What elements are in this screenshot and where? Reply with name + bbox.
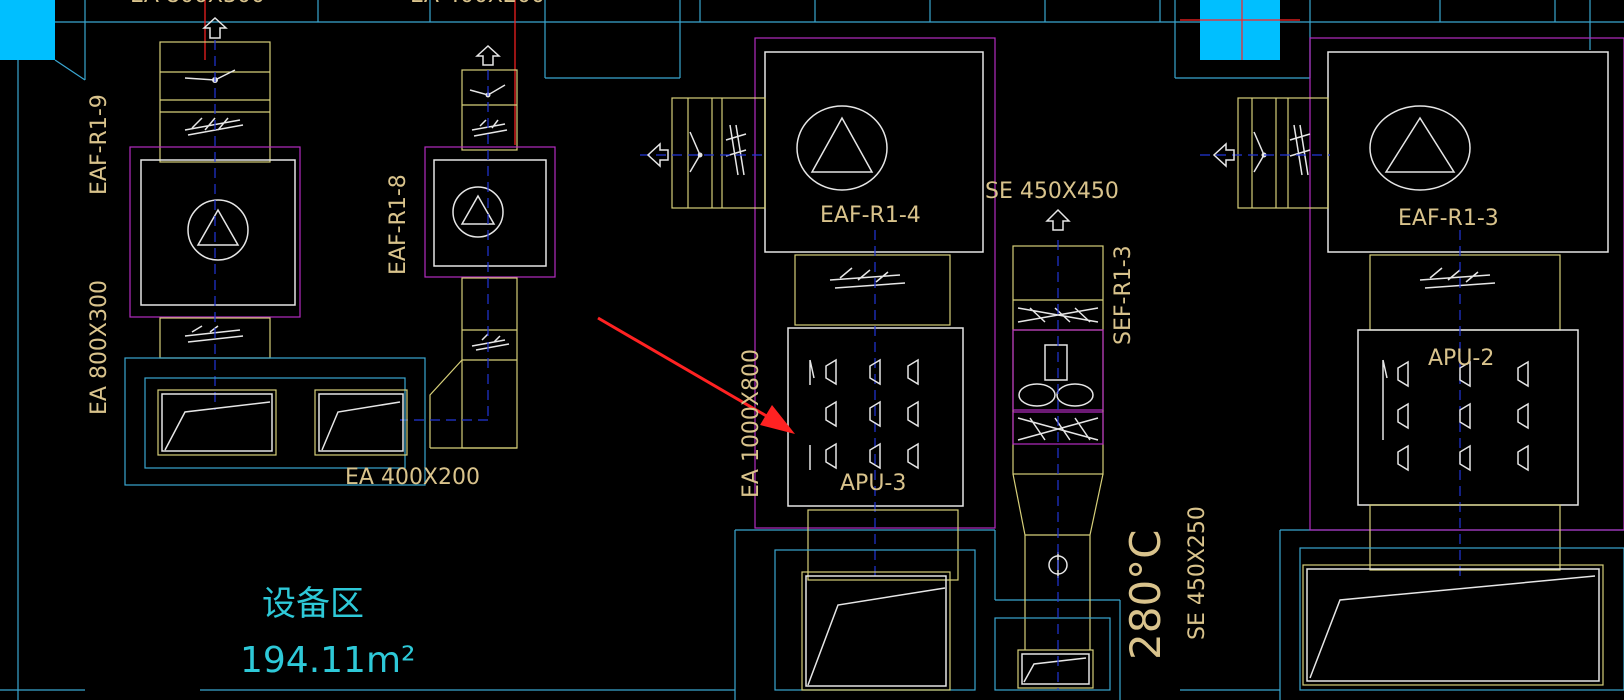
label-apu-2: APU-2 <box>1428 346 1494 371</box>
fan-eaf-r1-4[interactable] <box>640 37 996 580</box>
apu-2-grille[interactable] <box>1369 359 1561 571</box>
annotation-arrow[interactable] <box>597 316 795 434</box>
label-eaf-r1-8: EAF-R1-8 <box>386 174 411 275</box>
up-arrow-1 <box>202 16 228 39</box>
up-arrow-2 <box>475 44 501 66</box>
label-ea-1000x800: EA 1000X800 <box>739 349 764 498</box>
label-top-cut-2: EA 400X200 <box>410 0 545 8</box>
room-name: 设备区 <box>262 584 364 624</box>
label-eaf-r1-9: EAF-R1-9 <box>87 94 112 195</box>
label-se-450x250: SE 450X250 <box>1185 506 1210 640</box>
fan-eaf-r1-9[interactable] <box>129 40 301 410</box>
fan-eaf-r1-8[interactable] <box>400 69 556 449</box>
fan-sef-r1-3[interactable] <box>994 240 1111 691</box>
left-arrow-1 <box>646 142 669 168</box>
exhaust-plenum-right <box>1299 547 1624 691</box>
exhaust-plenum-center <box>774 549 976 691</box>
label-temperature: 280°C <box>1121 530 1170 661</box>
column-right <box>1200 0 1280 60</box>
fan-eaf-r1-3[interactable] <box>1200 37 1624 580</box>
label-se-450x450: SE 450X450 <box>985 179 1119 204</box>
apu-3-grille[interactable] <box>807 358 959 581</box>
label-eaf-r1-3: EAF-R1-3 <box>1398 206 1499 231</box>
label-apu-3: APU-3 <box>840 471 906 496</box>
exhaust-plenum-left <box>124 357 426 486</box>
left-arrow-2 <box>1212 142 1235 168</box>
up-arrow-3 <box>1045 208 1071 231</box>
label-top-cut-1: EA 800X300 <box>130 0 265 8</box>
label-ea-400x200: EA 400X200 <box>345 465 480 490</box>
room-area: 194.11m² <box>240 640 415 681</box>
label-eaf-r1-4: EAF-R1-4 <box>820 203 921 228</box>
label-ea-800x300: EA 800X300 <box>87 280 112 415</box>
column-left <box>0 0 55 60</box>
label-sef-r1-3: SEF-R1-3 <box>1111 245 1136 345</box>
